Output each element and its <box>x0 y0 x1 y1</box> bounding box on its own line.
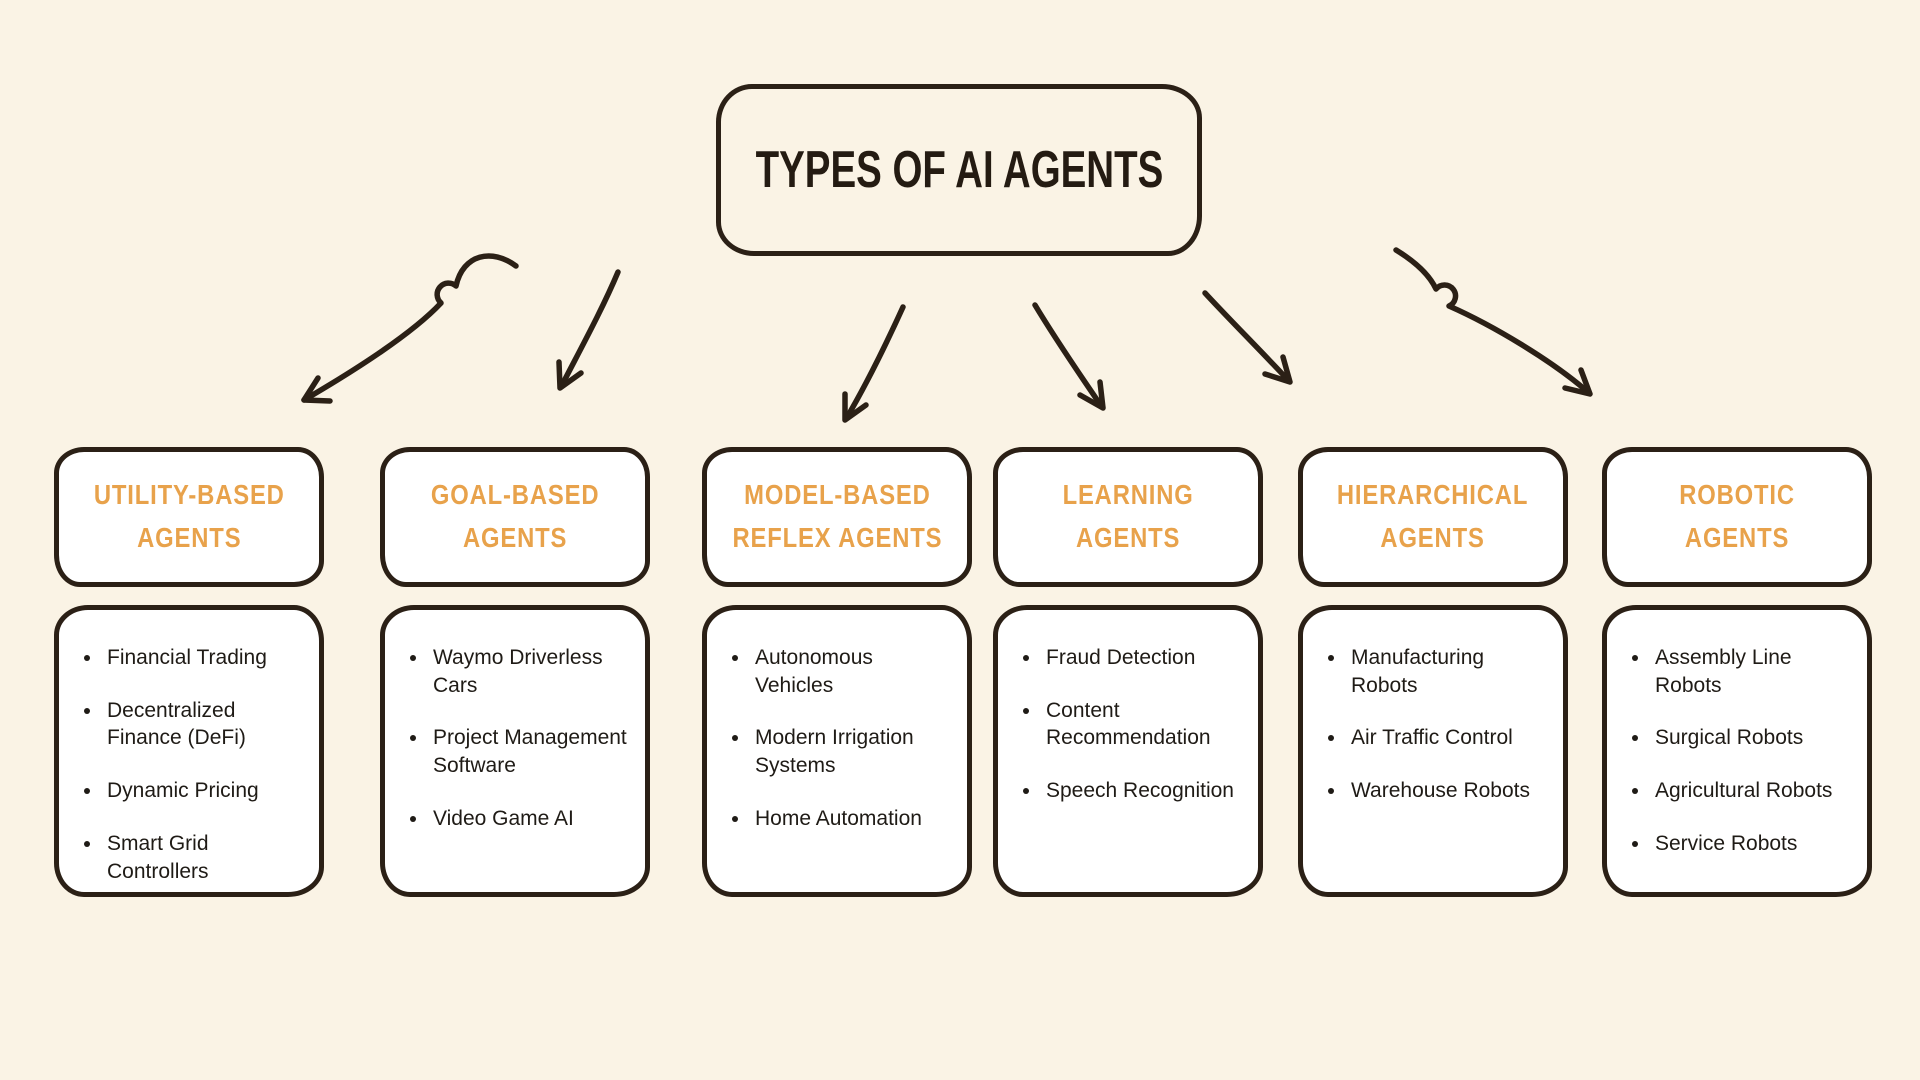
example-item: Speech Recognition <box>1042 777 1244 805</box>
category-title-line: AGENTS <box>1075 522 1181 553</box>
category-header-goal-based-agents: GOAL-BASED AGENTS <box>380 447 650 587</box>
arrow-to-learning-agents-icon <box>1032 302 1106 411</box>
category-title: ROBOTIC AGENTS <box>1679 479 1795 554</box>
category-column-hierarchical-agents: HIERARCHICAL AGENTS Manufacturing RobotsAi… <box>1298 447 1568 897</box>
example-item: Smart Grid Controllers <box>103 830 305 885</box>
examples-card-robotic-agents: Assembly Line RobotsSurgical RobotsAgric… <box>1602 605 1872 897</box>
arrow-to-hierarchical-agents-icon <box>1202 290 1293 385</box>
arrow-to-goal-based-agents-icon <box>556 269 621 391</box>
title-box: TYPES OF AI AGENTS <box>716 84 1202 256</box>
example-item: Waymo Driverless Cars <box>429 644 631 699</box>
example-item: Service Robots <box>1651 830 1853 858</box>
examples-list: Waymo Driverless CarsProject Management … <box>403 644 631 833</box>
category-column-utility-based-agents: UTILITY-BASED AGENTS Financial TradingDece… <box>54 447 324 897</box>
category-title-line: ROBOTIC <box>1679 479 1795 511</box>
category-title: GOAL-BASED AGENTS <box>430 479 600 554</box>
category-column-robotic-agents: ROBOTIC AGENTS Assembly Line RobotsSurgica… <box>1602 447 1872 897</box>
example-item: Decentralized Finance (DeFi) <box>103 697 305 752</box>
arrow-to-model-based-reflex-agents-icon <box>842 304 906 423</box>
examples-list: Fraud DetectionContent RecommendationSpe… <box>1016 644 1244 805</box>
category-title-line: UTILITY-BASED <box>93 479 285 511</box>
example-item: Warehouse Robots <box>1347 777 1549 805</box>
category-title: UTILITY-BASED AGENTS <box>93 479 285 554</box>
category-title-line: REFLEX AGENTS <box>732 522 942 553</box>
examples-card-hierarchical-agents: Manufacturing RobotsAir Traffic ControlW… <box>1298 605 1568 897</box>
examples-list: Manufacturing RobotsAir Traffic ControlW… <box>1321 644 1549 805</box>
category-header-learning-agents: LEARNING AGENTS <box>993 447 1263 587</box>
example-item: Financial Trading <box>103 644 305 672</box>
category-title-line: HIERARCHICAL <box>1337 479 1529 511</box>
category-title-line: AGENTS <box>1684 522 1790 553</box>
example-item: Project Management Software <box>429 724 631 779</box>
category-header-model-based-reflex-agents: MODEL-BASED REFLEX AGENTS <box>702 447 972 587</box>
examples-list: Autonomous VehiclesModern Irrigation Sys… <box>725 644 953 833</box>
category-column-goal-based-agents: GOAL-BASED AGENTS Waymo Driverless CarsPro… <box>380 447 650 897</box>
example-item: Autonomous Vehicles <box>751 644 953 699</box>
example-item: Video Game AI <box>429 805 631 833</box>
category-title-line: AGENTS <box>1380 522 1486 553</box>
example-item: Dynamic Pricing <box>103 777 305 805</box>
arrow-to-robotic-agents-icon <box>1393 247 1593 397</box>
category-header-utility-based-agents: UTILITY-BASED AGENTS <box>54 447 324 587</box>
category-title: LEARNING AGENTS <box>1062 479 1194 554</box>
category-title-line: MODEL-BASED <box>743 479 931 511</box>
example-item: Surgical Robots <box>1651 724 1853 752</box>
category-column-model-based-reflex-agents: MODEL-BASED REFLEX AGENTS Autonomous Vehic… <box>702 447 972 897</box>
example-item: Assembly Line Robots <box>1651 644 1853 699</box>
examples-card-model-based-reflex-agents: Autonomous VehiclesModern Irrigation Sys… <box>702 605 972 897</box>
example-item: Home Automation <box>751 805 953 833</box>
category-title-line: AGENTS <box>136 522 242 553</box>
arrow-to-utility-based-agents-icon <box>301 253 519 404</box>
example-item: Content Recommendation <box>1042 697 1244 752</box>
example-item: Air Traffic Control <box>1347 724 1549 752</box>
examples-card-goal-based-agents: Waymo Driverless CarsProject Management … <box>380 605 650 897</box>
category-header-robotic-agents: ROBOTIC AGENTS <box>1602 447 1872 587</box>
category-column-learning-agents: LEARNING AGENTS Fraud DetectionContent Rec… <box>993 447 1263 897</box>
example-item: Fraud Detection <box>1042 644 1244 672</box>
category-header-hierarchical-agents: HIERARCHICAL AGENTS <box>1298 447 1568 587</box>
example-item: Manufacturing Robots <box>1347 644 1549 699</box>
examples-list: Assembly Line RobotsSurgical RobotsAgric… <box>1625 644 1853 858</box>
examples-card-utility-based-agents: Financial TradingDecentralized Finance (… <box>54 605 324 897</box>
category-title-line: LEARNING <box>1062 479 1194 511</box>
category-title-line: AGENTS <box>462 522 568 553</box>
examples-list: Financial TradingDecentralized Finance (… <box>77 644 305 885</box>
category-title: HIERARCHICAL AGENTS <box>1337 479 1529 554</box>
category-title: MODEL-BASED REFLEX AGENTS <box>732 479 942 554</box>
example-item: Modern Irrigation Systems <box>751 724 953 779</box>
page-title: TYPES OF AI AGENTS <box>755 141 1163 199</box>
category-title-line: GOAL-BASED <box>430 479 600 511</box>
examples-card-learning-agents: Fraud DetectionContent RecommendationSpe… <box>993 605 1263 897</box>
example-item: Agricultural Robots <box>1651 777 1853 805</box>
